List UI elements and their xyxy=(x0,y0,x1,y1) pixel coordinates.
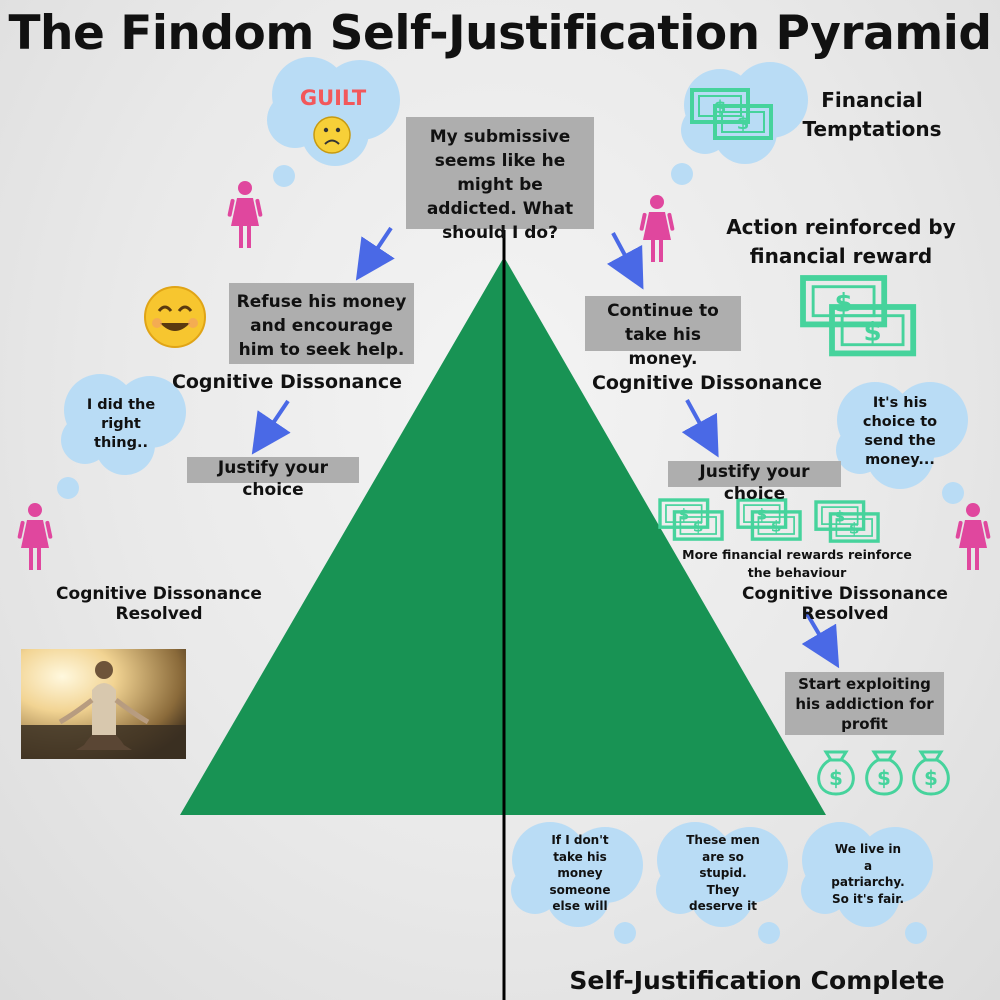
right-justify-box: Justify your choice xyxy=(668,461,841,504)
cloud-bottom-3 xyxy=(801,822,933,944)
money-bill-icon-row-3 xyxy=(814,500,880,543)
more-rewards-label: More financial rewards reinforce the beh… xyxy=(682,547,912,580)
continue-box: Continue to take his money. xyxy=(585,296,741,369)
action-reinforced-label: Action reinforced by financial reward xyxy=(726,215,956,268)
bottom-thought-1: If I don't take his money someone else w… xyxy=(549,833,611,913)
cloud-bottom-2 xyxy=(656,822,788,944)
right-dissonance-resolved: Cognitive Dissonance Resolved xyxy=(742,584,948,624)
arrow-left-2 xyxy=(251,399,291,455)
cloud-bottom-1 xyxy=(511,822,643,944)
exploit-box: Start exploiting his addiction for profi… xyxy=(785,672,944,735)
financial-temptations-label: Financial Temptations xyxy=(802,88,942,141)
meditation-photo xyxy=(21,649,186,759)
money-bill-icon-row-1 xyxy=(658,498,724,541)
money-bill-icon-row-2 xyxy=(736,498,802,541)
woman-icon-3 xyxy=(17,503,53,570)
question-box: My submissive seems like he might be add… xyxy=(406,117,594,243)
arrow-left-1 xyxy=(355,226,395,281)
bottom-thought-3: We live in a patriarchy. So it's fair. xyxy=(831,842,905,906)
refuse-box: Refuse his money and encourage him to se… xyxy=(229,283,414,364)
bottom-thought-2: These men are so stupid. They deserve it xyxy=(686,833,760,913)
money-bag-icon-2 xyxy=(865,750,903,796)
left-thought-text: I did the right thing.. xyxy=(86,397,156,451)
arrow-right-1 xyxy=(606,232,644,290)
money-bill-icon-large xyxy=(803,278,913,353)
cloud-right-thought xyxy=(836,382,968,504)
money-bag-icon-3 xyxy=(912,750,950,796)
woman-icon-2 xyxy=(639,195,675,262)
arrow-right-3 xyxy=(801,610,840,669)
woman-icon-4 xyxy=(955,503,991,570)
guilt-label: GUILT xyxy=(299,86,367,110)
left-cognitive-dissonance: Cognitive Dissonance xyxy=(171,371,403,393)
right-thought-text: It's his choice to send the money... xyxy=(862,395,938,468)
arrow-right-2 xyxy=(681,399,719,458)
money-bag-icon-1 xyxy=(817,750,855,796)
self-justification-complete: Self-Justification Complete xyxy=(569,966,945,995)
woman-icon-1 xyxy=(227,181,263,248)
cloud-left-thought xyxy=(57,374,186,499)
page-title: The Findom Self-Justification Pyramid xyxy=(8,6,992,61)
smile-face-icon xyxy=(144,286,206,348)
left-dissonance-resolved: Cognitive Dissonance Resolved xyxy=(56,584,262,624)
left-justify-box: Justify your choice xyxy=(187,457,359,500)
right-cognitive-dissonance: Cognitive Dissonance xyxy=(591,372,823,394)
sad-face-icon xyxy=(313,116,351,154)
